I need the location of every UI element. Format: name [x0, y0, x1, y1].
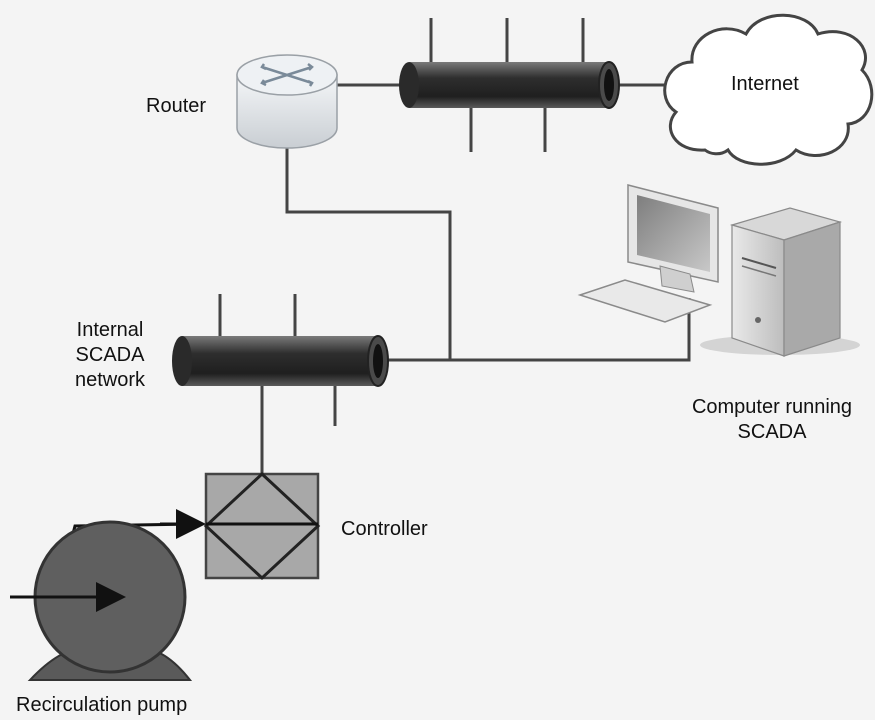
internal-scada-network-label-line: SCADA — [75, 344, 145, 366]
scada-network-to-computer-line — [450, 298, 691, 362]
cloud-icon — [663, 13, 874, 166]
desktop-computer-icon — [577, 184, 860, 357]
controller-icon — [203, 471, 321, 581]
internet-label: Internet — [731, 73, 799, 95]
pump-label: Recirculation pump — [16, 694, 188, 716]
computer-label: Computer running SCADA — [672, 395, 872, 445]
router-to-scada-network-line — [285, 100, 452, 362]
scada-network-bus — [172, 335, 389, 387]
internal-scada-network-label: Internal SCADA network — [60, 318, 160, 393]
internal-scada-network-label-line: Internal — [76, 319, 144, 341]
computer-label-line: SCADA — [737, 421, 807, 443]
scada-bus-stubs — [218, 294, 337, 426]
computer-label-line: Computer running — [691, 396, 853, 418]
router-icon — [236, 54, 338, 149]
connection-lines — [260, 83, 691, 474]
controller-label: Controller — [341, 518, 428, 540]
pump-icon — [10, 520, 193, 681]
top-bus-stubs — [429, 18, 585, 152]
internal-scada-network-label-line: network — [74, 369, 146, 391]
internet-bus-segment — [399, 61, 620, 109]
router-label: Router — [146, 95, 207, 117]
